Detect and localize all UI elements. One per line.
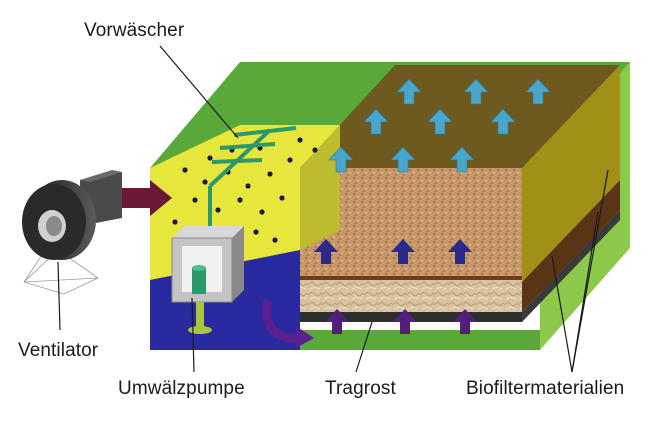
bark-layer [300, 280, 522, 312]
pump-icon [171, 226, 244, 334]
soil-band [522, 180, 620, 312]
filter-side-face [522, 65, 620, 282]
label-fan: Ventilator [18, 340, 99, 361]
label-pump: Umwälzpumpe [118, 378, 245, 399]
purple-curve-arrow [262, 299, 301, 343]
label-grate: Tragrost [325, 378, 396, 399]
box-front-lower [300, 330, 540, 350]
prewasher-side [300, 125, 340, 250]
leader-lines [57, 45, 609, 373]
label-prewasher: Vorwäscher [84, 20, 185, 41]
purple-curve-arrowhead [296, 326, 314, 348]
inlet-arrow [115, 180, 172, 216]
label-filter-materials: Biofiltermaterialien [466, 378, 625, 399]
fan-icon [22, 170, 122, 295]
compost-divider [300, 276, 522, 280]
